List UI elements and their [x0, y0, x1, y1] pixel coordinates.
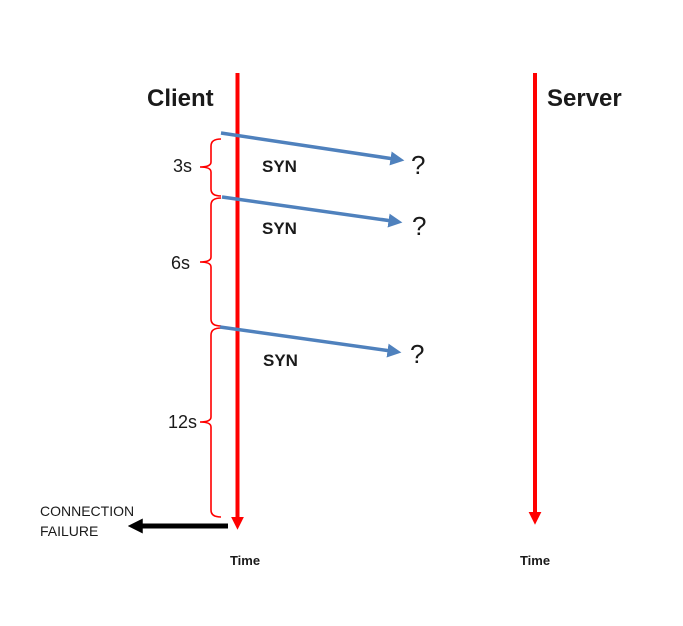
syn-label-3: SYN: [263, 351, 298, 370]
server-time-label: Time: [520, 553, 550, 568]
connection-failure-label-line1: CONNECTION: [40, 503, 134, 519]
interval-label-12s: 12s: [168, 412, 197, 432]
interval-brace-6s: [199, 197, 222, 327]
connection-failure-label-line2: FAILURE: [40, 523, 98, 539]
undelivered-question-mark-1: ?: [411, 150, 425, 180]
syn-label-1: SYN: [262, 157, 297, 176]
client-time-label: Time: [230, 553, 260, 568]
interval-brace-3s: [199, 138, 222, 197]
client-label: Client: [147, 85, 214, 112]
syn-arrow-3: [219, 325, 402, 358]
interval-label-3s: 3s: [173, 156, 192, 176]
interval-brace-12s: [199, 327, 222, 518]
server-label: Server: [547, 85, 622, 112]
syn-arrow-2: [221, 195, 403, 228]
interval-label-6s: 6s: [171, 253, 190, 273]
syn-label-2: SYN: [262, 219, 297, 238]
undelivered-question-mark-3: ?: [410, 339, 424, 369]
undelivered-question-mark-2: ?: [412, 211, 426, 241]
syn-arrow-1: [220, 131, 405, 166]
